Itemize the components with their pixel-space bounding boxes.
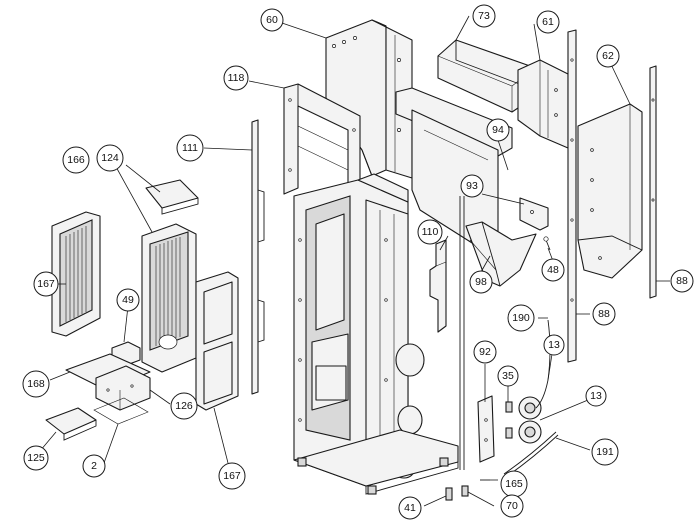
callout-62: 62 bbox=[596, 44, 620, 68]
callout-label: 62 bbox=[602, 50, 614, 62]
callout-118: 118 bbox=[223, 65, 249, 91]
part-168-tray bbox=[65, 353, 151, 391]
callout-label: 111 bbox=[182, 142, 198, 154]
callout-label: 125 bbox=[27, 452, 45, 464]
callout-label: 73 bbox=[478, 10, 490, 22]
part-124-plate bbox=[145, 179, 199, 215]
part-35-fittings bbox=[505, 401, 513, 439]
callout-94: 94 bbox=[486, 118, 510, 142]
callout-60: 60 bbox=[260, 8, 284, 32]
callout-label: 94 bbox=[492, 124, 504, 136]
callout-label: 98 bbox=[475, 276, 487, 288]
callout-110: 110 bbox=[417, 219, 443, 245]
part-2-gasket bbox=[93, 397, 149, 425]
callout-61: 61 bbox=[536, 10, 560, 34]
callout-41: 41 bbox=[398, 496, 422, 520]
part-62-right-panel bbox=[577, 103, 643, 279]
callout-191: 191 bbox=[591, 438, 619, 466]
callout-167-left: 167 bbox=[33, 271, 59, 297]
callout-2: 2 bbox=[82, 454, 106, 478]
callout-label: 191 bbox=[596, 446, 614, 458]
callout-126: 126 bbox=[170, 392, 198, 420]
callout-label: 93 bbox=[466, 180, 478, 192]
part-48-pin bbox=[543, 236, 551, 251]
part-41-clip bbox=[445, 487, 453, 501]
callout-label: 49 bbox=[122, 294, 134, 306]
callout-168: 168 bbox=[22, 370, 50, 398]
part-110-bracket bbox=[429, 239, 447, 333]
callout-98: 98 bbox=[469, 270, 493, 294]
grille-slots-left bbox=[65, 226, 87, 322]
part-125-bracket bbox=[45, 407, 97, 441]
part-88-strip-left bbox=[567, 29, 577, 363]
part-93-plate bbox=[519, 197, 549, 231]
callout-label: 2 bbox=[91, 460, 97, 472]
callout-70: 70 bbox=[500, 494, 524, 518]
callout-35: 35 bbox=[497, 365, 519, 387]
callout-label: 60 bbox=[266, 14, 278, 26]
callout-label: 88 bbox=[676, 275, 688, 287]
callout-165: 165 bbox=[500, 470, 528, 498]
callout-label: 70 bbox=[506, 500, 518, 512]
part-190-rod bbox=[459, 196, 465, 470]
part-73-rear-duct bbox=[437, 39, 531, 113]
callout-label: 124 bbox=[101, 152, 119, 164]
callout-92: 92 bbox=[473, 340, 497, 364]
part-111-strip bbox=[251, 119, 265, 395]
part-13-fan-lower bbox=[518, 420, 542, 444]
callout-label: 190 bbox=[512, 312, 530, 324]
callout-125: 125 bbox=[23, 445, 49, 471]
callout-label: 166 bbox=[67, 154, 85, 166]
part-88-strip-right bbox=[649, 65, 657, 299]
callout-label: 110 bbox=[422, 226, 439, 238]
callout-label: 13 bbox=[548, 339, 560, 351]
part-92-plate bbox=[477, 395, 495, 463]
callout-label: 126 bbox=[175, 400, 193, 412]
part-94-baffle bbox=[395, 87, 513, 249]
callout-13-upper: 13 bbox=[543, 334, 565, 356]
callout-label: 118 bbox=[228, 72, 245, 84]
callout-label: 92 bbox=[479, 346, 491, 358]
callout-111: 111 bbox=[176, 134, 204, 162]
callout-label: 41 bbox=[404, 502, 416, 514]
callout-190: 190 bbox=[507, 304, 535, 332]
callout-label: 88 bbox=[598, 308, 610, 320]
callout-label: 167 bbox=[223, 470, 241, 482]
callout-label: 61 bbox=[542, 16, 554, 28]
part-70-clip bbox=[461, 485, 469, 497]
callout-167-right: 167 bbox=[218, 462, 246, 490]
part-166-center-grille bbox=[141, 223, 197, 373]
part-167-right-panel bbox=[195, 271, 239, 411]
callout-88-right: 88 bbox=[670, 269, 694, 293]
callout-49: 49 bbox=[116, 288, 140, 312]
part-61-side-panel bbox=[517, 59, 569, 149]
callout-48: 48 bbox=[541, 258, 565, 282]
callout-label: 13 bbox=[590, 390, 602, 402]
callout-label: 35 bbox=[502, 370, 514, 382]
callout-label: 165 bbox=[505, 478, 523, 490]
callout-93: 93 bbox=[460, 174, 484, 198]
part-126-burn-pot bbox=[95, 365, 151, 411]
part-118-top-frame bbox=[283, 83, 361, 229]
leader-lines bbox=[39, 15, 670, 507]
callout-13-lower: 13 bbox=[585, 385, 607, 407]
callout-label: 167 bbox=[37, 278, 55, 290]
callout-label: 48 bbox=[547, 264, 559, 276]
main-body-frame bbox=[293, 173, 459, 495]
part-167-left-grille bbox=[51, 211, 101, 337]
grille-slots-center bbox=[155, 237, 181, 346]
callout-166: 166 bbox=[62, 146, 90, 174]
part-13-fan-upper bbox=[518, 396, 542, 420]
part-190-cable bbox=[535, 319, 551, 409]
callout-label: 168 bbox=[27, 378, 45, 390]
callout-88-center: 88 bbox=[592, 302, 616, 326]
callout-124: 124 bbox=[96, 144, 124, 172]
callout-73: 73 bbox=[472, 4, 496, 28]
